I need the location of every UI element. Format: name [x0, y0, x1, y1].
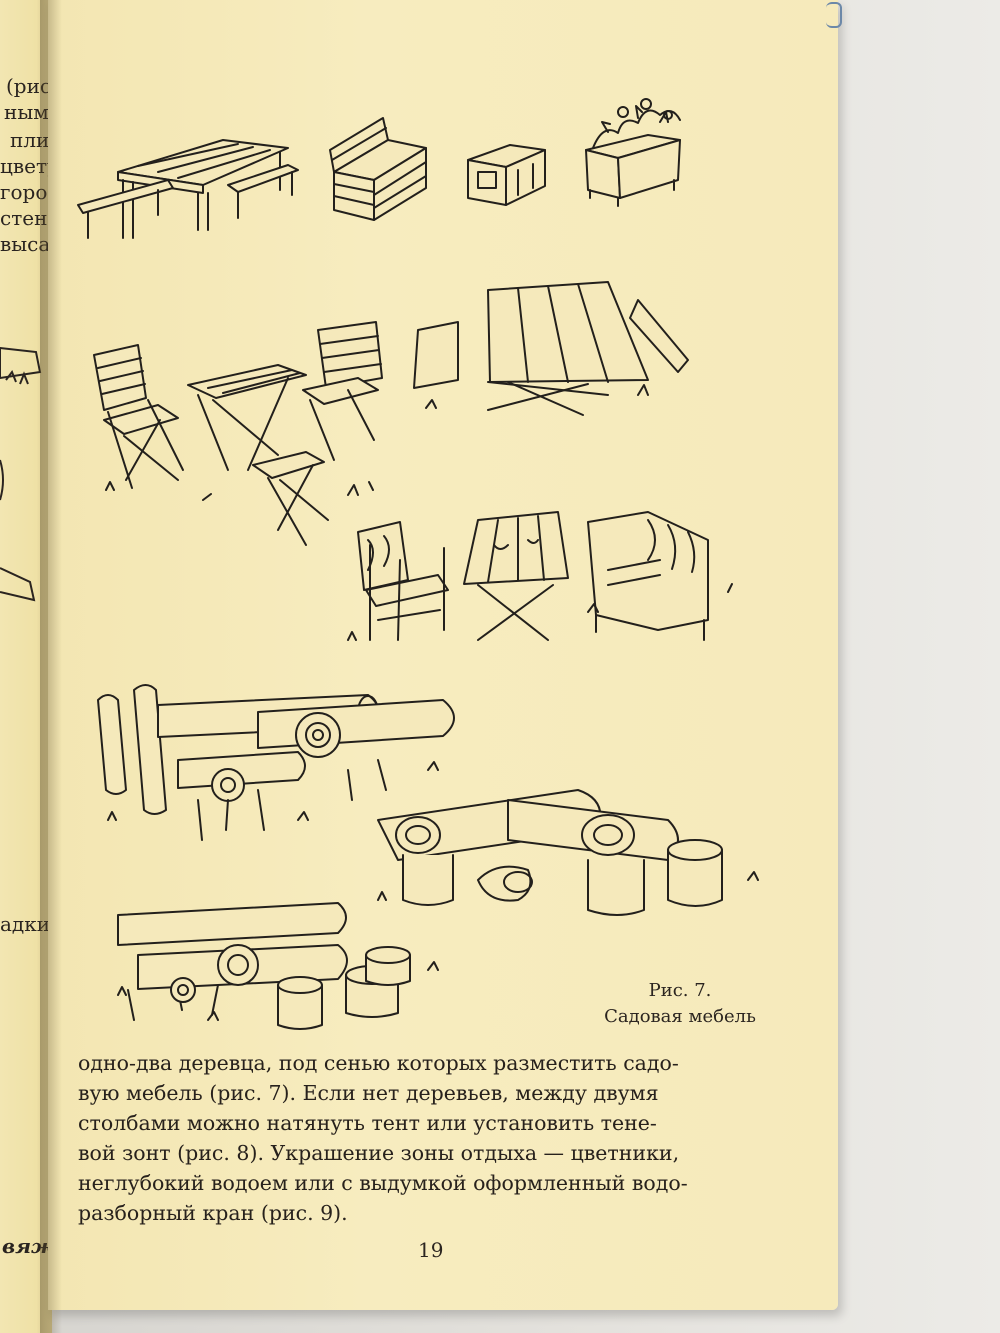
left-page-fragment: плит — [10, 128, 52, 152]
left-page-fragment: цветущ — [0, 154, 52, 178]
garden-sofa-icon — [329, 117, 427, 221]
picnic-table-icon — [413, 281, 689, 416]
left-page-fragment: вяж — [2, 1234, 52, 1258]
left-page-fragment: высадо — [0, 232, 52, 256]
left-page-fragment: ными — [4, 100, 52, 124]
body-line: вой зонт (рис. 8). Украшение зоны отдыха… — [78, 1141, 680, 1165]
body-line: неглубокий водоем или с выдумкой оформле… — [78, 1171, 688, 1195]
page-number: 19 — [418, 1238, 444, 1262]
figure-caption: Рис. 7. Садовая мебель — [600, 978, 760, 1030]
log-bench-with-stumps-icon — [117, 902, 439, 1030]
figure-caption-title: Садовая мебель — [604, 1006, 756, 1027]
body-paragraph: одно-два деревца, под сенью которых разм… — [78, 1048, 778, 1228]
book-page — [48, 0, 838, 1310]
flower-box-icon — [585, 98, 681, 207]
left-page-fragment: городн — [0, 180, 52, 204]
book-gutter-shadow — [40, 0, 62, 1333]
left-page-edge: (рис. ными плит цветущ городн стенны выс… — [0, 0, 52, 1333]
rustic-armchairs-and-table-icon — [347, 511, 733, 641]
log-table-with-stumps-icon — [377, 789, 759, 916]
page-corner-mark — [826, 2, 842, 28]
table-with-benches-icon — [77, 139, 299, 239]
stool-with-drawer-icon — [467, 144, 546, 206]
body-line: вую мебель (рис. 7). Если нет деревьев, … — [78, 1081, 659, 1105]
left-page-fragment: (рис. — [6, 74, 52, 98]
body-line: одно-два деревца, под сенью которых разм… — [78, 1051, 679, 1075]
body-line: разборный кран (рис. 9). — [78, 1201, 348, 1225]
left-page-fragment: адки — [0, 912, 51, 936]
log-benches-icon — [97, 684, 455, 841]
left-page-sketch-icon — [0, 346, 42, 602]
body-line: столбами можно натянуть тент или установ… — [78, 1111, 657, 1135]
garden-furniture-illustration — [77, 98, 759, 1030]
left-page-fragment: стенны — [0, 206, 52, 230]
folding-chairs-and-table-icon — [93, 321, 383, 546]
figure-caption-number: Рис. 7. — [648, 980, 712, 1001]
